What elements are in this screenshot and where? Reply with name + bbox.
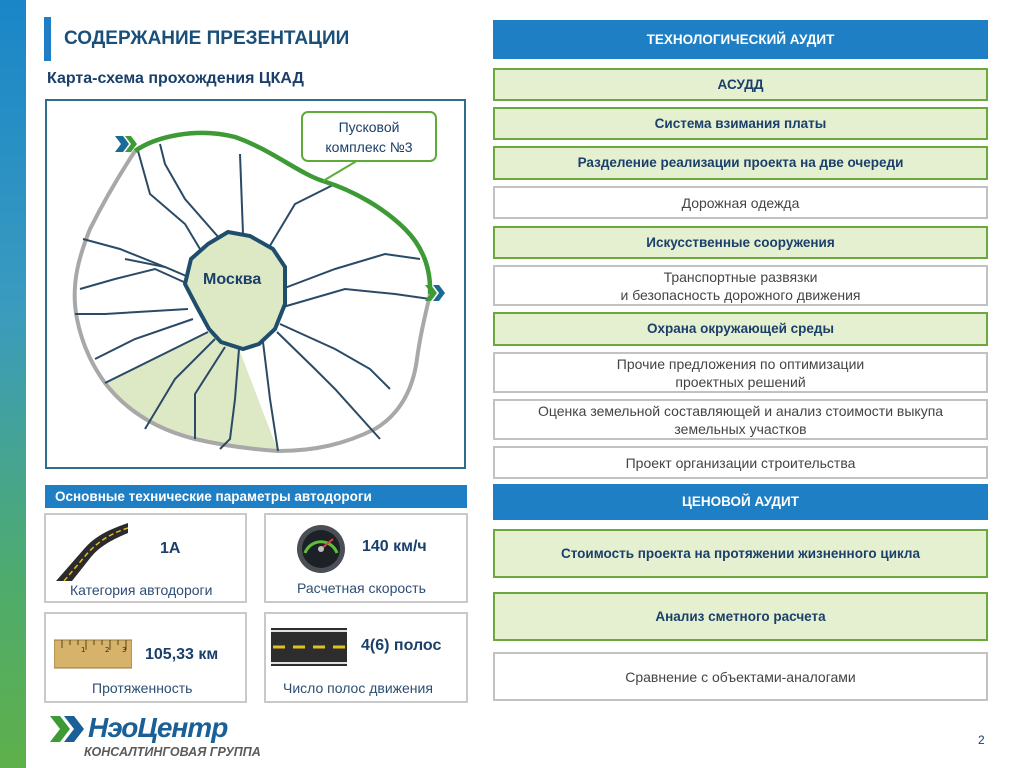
price-audit-heading: ЦЕНОВОЙ АУДИТ (493, 484, 988, 520)
tech-item-interchanges: Транспортные развязки и безопасность дор… (493, 265, 988, 306)
tech-item-land-valuation-line2: земельных участков (674, 420, 807, 437)
tech-item-interchanges-line1: Транспортные развязки (663, 268, 818, 285)
param-card-lanes: 4(6) полос Число полос движения (264, 612, 468, 703)
page-title: СОДЕРЖАНИЕ ПРЕЗЕНТАЦИИ (64, 28, 350, 49)
map-subtitle: Карта-схема прохождения ЦКАД (47, 70, 304, 87)
page-number: 2 (978, 733, 985, 747)
tech-item-toll-system: Система взимания платы (493, 107, 988, 140)
tech-item-structures: Искусственные сооружения (493, 226, 988, 259)
moscow-area (182, 229, 287, 352)
logo-main-text: НэоЦентр (88, 712, 228, 743)
param-label-speed: Расчетная скорость (297, 580, 426, 596)
param-value-speed: 140 км/ч (362, 538, 427, 555)
tech-item-optimization: Прочие предложения по оптимизации проект… (493, 352, 988, 393)
map-radial-roads (75, 143, 431, 452)
tech-item-optimization-line2: проектных решений (675, 373, 806, 390)
ring-end-marker (425, 285, 445, 301)
title-accent-bar (44, 17, 51, 61)
logo-mark-icon (50, 716, 84, 742)
tech-item-interchanges-line2: и безопасность дорожного движения (620, 286, 861, 303)
tech-item-pavement: Дорожная одежда (493, 186, 988, 219)
tech-item-asudd: АСУДД (493, 68, 988, 101)
param-label-category: Категория автодороги (70, 582, 213, 598)
logo-sub-text: КОНСАЛТИНГОВАЯ ГРУППА (84, 745, 261, 759)
param-value-category: 1А (160, 540, 181, 557)
param-card-speed: 140 км/ч Расчетная скорость (264, 513, 468, 603)
tech-audit-heading: ТЕХНОЛОГИЧЕСКИЙ АУДИТ (493, 20, 988, 59)
side-stripe (0, 0, 26, 768)
price-item-analog-comparison: Сравнение с объектами-аналогами (493, 652, 988, 701)
param-label-length: Протяженность (92, 680, 193, 696)
pusk-complex-callout: Пусковой комплекс №3 (301, 111, 437, 162)
ckad-map (72, 130, 445, 454)
callout-line-1: Пусковой (338, 119, 400, 135)
tech-item-land-valuation: Оценка земельной составляющей и анализ с… (493, 399, 988, 440)
speedometer-icon (297, 525, 345, 573)
svg-text:1: 1 (81, 646, 85, 654)
svg-text:2: 2 (105, 646, 109, 654)
ring-start-marker (115, 136, 137, 152)
tech-item-environment: Охрана окружающей среды (493, 312, 988, 346)
tech-item-optimization-line1: Прочие предложения по оптимизации (616, 355, 865, 372)
company-logo: НэоЦентр КОНСАЛТИНГОВАЯ ГРУППА (50, 712, 280, 762)
params-heading: Основные технические параметры автодорог… (45, 485, 467, 508)
price-item-estimate-analysis: Анализ сметного расчета (493, 592, 988, 641)
tech-item-construction-plan: Проект организации строительства (493, 446, 988, 479)
ruler-icon: 1 2 3 (54, 639, 132, 669)
price-item-lifecycle-cost: Стоимость проекта на протяжении жизненно… (493, 529, 988, 578)
callout-line-2: комплекс №3 (325, 139, 413, 155)
map-shaded-sector (105, 332, 278, 451)
lanes-icon (271, 628, 347, 666)
tech-item-land-valuation-line1: Оценка земельной составляющей и анализ с… (537, 402, 944, 419)
svg-text:3: 3 (122, 646, 126, 654)
param-label-lanes: Число полос движения (283, 680, 433, 696)
moscow-label: Москва (203, 271, 262, 288)
pusk-complex-3-ring (133, 130, 433, 295)
road-icon (56, 523, 128, 581)
tech-item-two-phases: Разделение реализации проекта на две оче… (493, 146, 988, 180)
param-card-category: 1А Категория автодороги (44, 513, 247, 603)
param-value-lanes: 4(6) полос (361, 637, 442, 654)
callout-pointer (322, 158, 361, 182)
param-card-length: 1 2 3 105,33 км Протяженность (44, 612, 247, 703)
param-value-length: 105,33 км (145, 646, 219, 663)
